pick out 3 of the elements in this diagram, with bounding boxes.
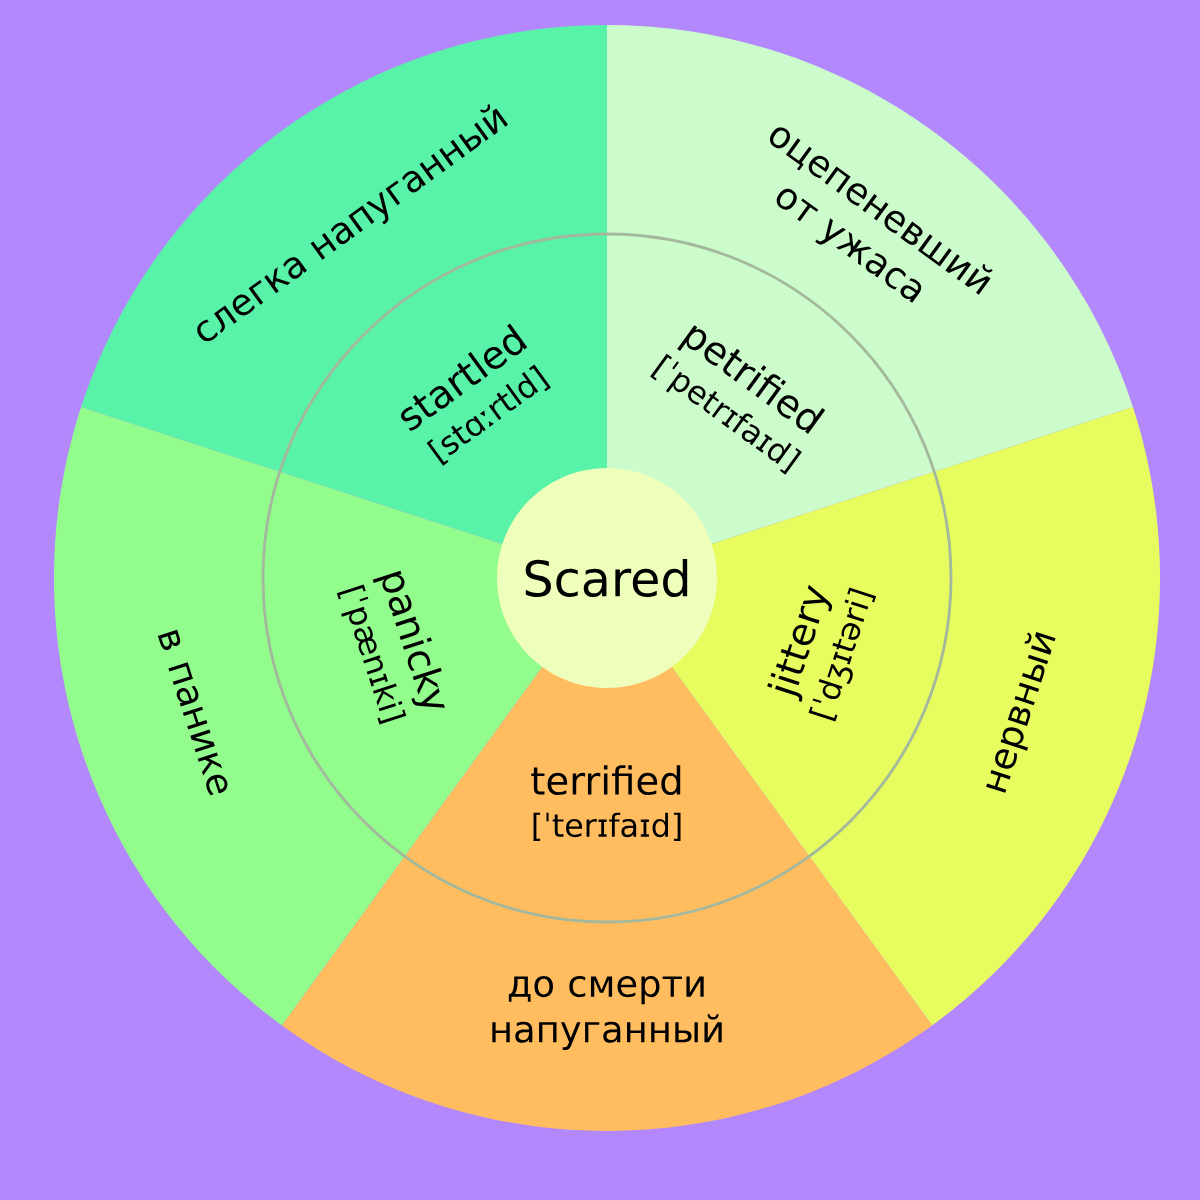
word-label: terrified [ˈterɪfaɪd] <box>531 765 681 841</box>
translation-label: в панике <box>157 629 228 796</box>
translation-label: до смерти напуганный <box>492 976 722 1050</box>
